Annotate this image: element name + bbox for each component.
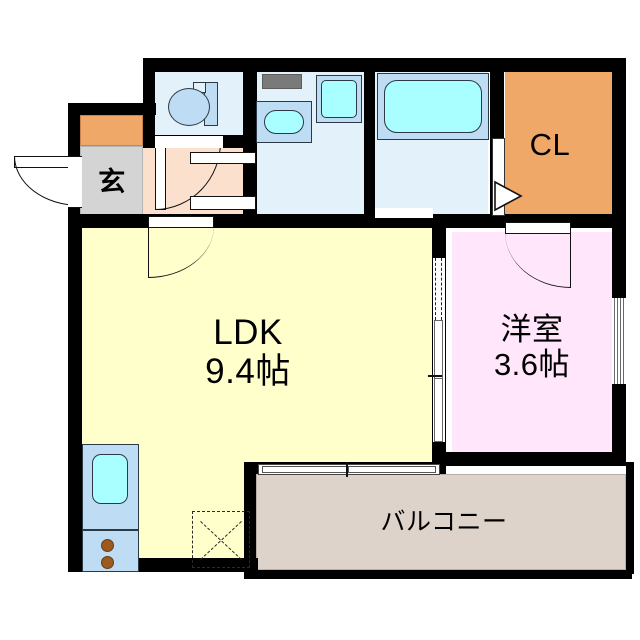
label-bedroom-name: 洋室	[500, 312, 564, 347]
wall-balcony-bottom	[244, 570, 632, 579]
ldk-bedroom-sliding-handle	[428, 375, 442, 377]
wall-bedroom-bottom	[440, 452, 626, 466]
room-entrance-floor	[80, 146, 143, 216]
wall-right-outer	[612, 58, 626, 458]
wall-washroom-bath	[364, 72, 375, 218]
label-balcony-name: バルコニー	[380, 508, 508, 536]
label-ldk-size: 9.4帖	[205, 352, 291, 392]
label-entrance: 玄	[84, 167, 140, 197]
closet-door-arrow-icon	[494, 180, 523, 212]
pipe-shaft	[192, 511, 250, 568]
hall-washroom-door-opening	[155, 136, 223, 148]
room-closet	[505, 72, 615, 215]
label-bedroom: 洋室 3.6帖	[462, 312, 602, 382]
wall-entrance-right	[143, 103, 155, 148]
label-ldk: LDK 9.4帖	[178, 313, 318, 391]
toilet-bowl	[168, 88, 210, 126]
entrance-door-jamb	[68, 156, 82, 208]
balcony-sliding-meeting-stile	[346, 462, 348, 477]
bedroom-window-glazing-a	[614, 298, 618, 384]
wall-top-main	[143, 58, 626, 72]
wetarea-door-gap	[375, 208, 433, 218]
balcony-sliding-panel-left[interactable]	[262, 466, 350, 473]
label-closet-name: CL	[529, 127, 571, 162]
washbasin-bowl	[264, 110, 304, 134]
room-balcony	[256, 474, 626, 570]
kitchen-sink-basin	[92, 454, 128, 504]
balcony-sliding-panel-right[interactable]	[348, 466, 436, 473]
label-entrance-name: 玄	[98, 167, 126, 197]
washroom-counter	[262, 74, 302, 89]
wall-entrance-bottom	[68, 216, 156, 228]
ldk-bedroom-sliding-panel-b[interactable]	[434, 378, 443, 442]
ldk-bedroom-sliding-track-top	[435, 258, 442, 320]
label-bedroom-size: 3.6帖	[493, 346, 571, 382]
label-closet: CL	[500, 127, 600, 163]
stove-burner-back	[101, 556, 114, 569]
hall-second-door-leaf-b[interactable]	[190, 196, 256, 210]
stove-burner-front	[101, 539, 114, 552]
bedroom-window-glazing-b	[620, 298, 624, 384]
wall-ldk-left	[68, 216, 82, 572]
shoe-cabinet	[80, 115, 143, 146]
ldk-bedroom-sliding-panel-a[interactable]	[434, 320, 443, 380]
wall-entrance-top	[68, 103, 156, 115]
hall-second-door-leaf[interactable]	[190, 152, 256, 164]
label-ldk-name: LDK	[213, 313, 283, 352]
label-balcony: バルコニー	[344, 508, 544, 536]
bathtub-basin	[384, 80, 482, 133]
wall-balcony-right	[626, 462, 634, 574]
washing-machine-drum	[321, 80, 357, 118]
